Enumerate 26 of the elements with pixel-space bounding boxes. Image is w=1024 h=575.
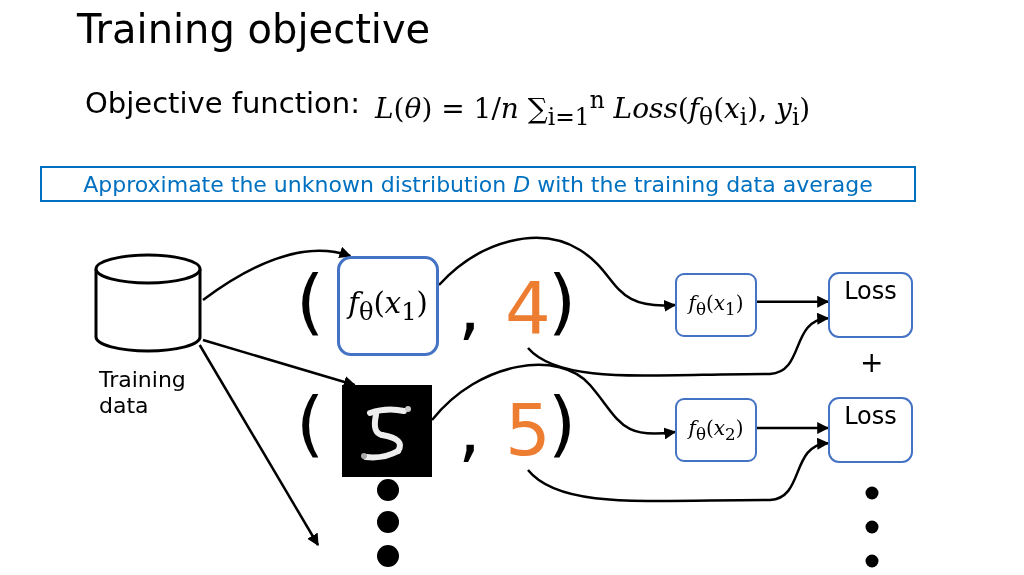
note-box: Approximate the unknown distribution D with the training data average bbox=[40, 166, 916, 202]
picture bbox=[342, 385, 432, 477]
plus-sign: + bbox=[860, 348, 884, 379]
comma: , bbox=[458, 390, 481, 470]
arrow bbox=[202, 338, 356, 388]
database-cylinder bbox=[93, 253, 203, 353]
arrow bbox=[198, 344, 320, 547]
arrow bbox=[438, 236, 677, 312]
loss-box: Loss bbox=[828, 272, 913, 338]
node-caption: Training data bbox=[99, 367, 187, 419]
math-formula: L(θ) = 1/n ∑$_{i=1}$$^{n}$ Loss(f$_{θ}$(x$_{i}$), y$_{i}$) bbox=[375, 88, 811, 131]
parenthesis: ( bbox=[296, 262, 325, 342]
arrow bbox=[757, 295, 830, 308]
slide-title: Training objective bbox=[77, 6, 431, 52]
arrow bbox=[527, 439, 830, 503]
arrow bbox=[431, 363, 677, 440]
comma: , bbox=[458, 268, 481, 348]
arrow bbox=[527, 314, 830, 377]
formula-label: Objective function: bbox=[85, 88, 360, 120]
parenthesis: ( bbox=[296, 384, 325, 464]
function-box: f$_{θ}$(x$_{1}$) bbox=[675, 273, 757, 337]
loss-box: Loss bbox=[828, 397, 913, 463]
arrow bbox=[202, 247, 352, 301]
function-box: f$_{θ}$(x$_{2}$) bbox=[675, 398, 757, 462]
arrow bbox=[757, 422, 830, 434]
function-box: f$_{θ}$(x$_{1}$) bbox=[337, 256, 439, 356]
